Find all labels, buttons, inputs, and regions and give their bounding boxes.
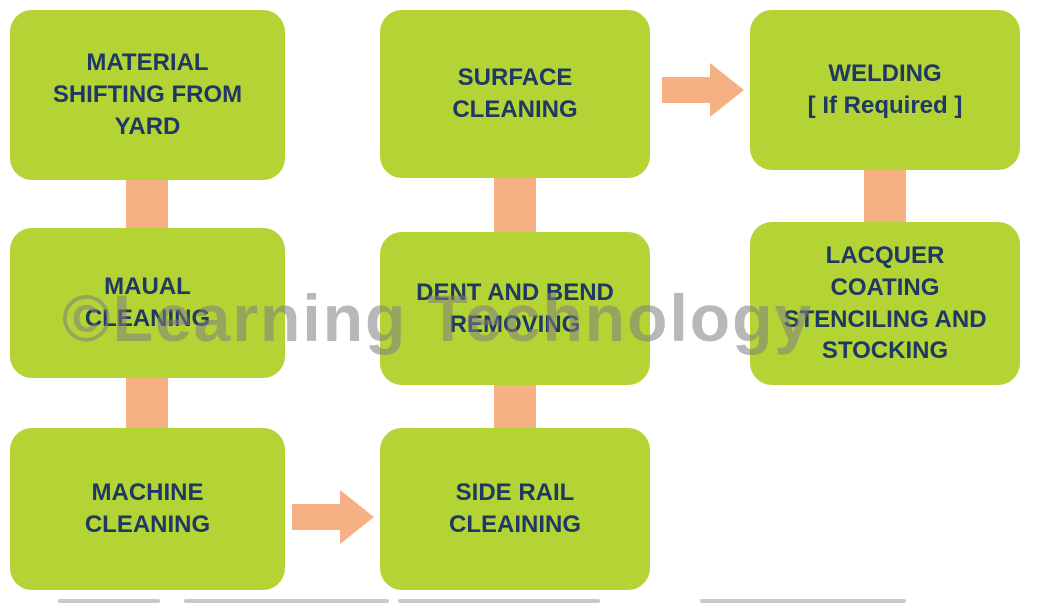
cropped-shape-hint xyxy=(184,599,389,603)
connector-welding-to-lacquer xyxy=(864,165,906,227)
node-label-surface-cleaning: SURFACE CLEANING xyxy=(452,64,578,123)
arrow-machine-to-siderail xyxy=(292,490,374,544)
node-label-side-rail-cleaning: SIDE RAIL CLEAINING xyxy=(449,479,581,538)
node-label-material-shifting: MATERIAL SHIFTING FROM YARD xyxy=(52,49,243,140)
cropped-shape-hint xyxy=(58,599,160,603)
node-maual-cleaning: MAUAL CLEANING xyxy=(10,228,285,378)
arrow-shaft xyxy=(292,504,340,530)
node-label-welding: WELDING [ If Required ] xyxy=(807,60,963,119)
node-dent-and-bend-removing: DENT AND BEND REMOVING xyxy=(380,232,650,385)
node-label-dent-and-bend-removing: DENT AND BEND REMOVING xyxy=(416,278,614,338)
arrow-shaft xyxy=(662,77,710,103)
node-lacquer-coating-stenciling-stocking: LACQUER COATING STENCILING AND STOCKING xyxy=(750,222,1020,385)
arrow-head-icon xyxy=(710,63,744,117)
connector-dentbend-to-siderail xyxy=(494,380,536,433)
node-label-maual-cleaning: MAUAL CLEANING xyxy=(84,273,211,332)
node-label-lacquer-coating: LACQUER COATING STENCILING AND STOCKING xyxy=(783,242,987,365)
cropped-shape-hint xyxy=(398,599,600,603)
arrow-head-icon xyxy=(340,490,374,544)
node-material-shifting-from-yard: MATERIAL SHIFTING FROM YARD xyxy=(10,10,285,180)
node-side-rail-cleaning: SIDE RAIL CLEAINING xyxy=(380,428,650,590)
node-label-machine-cleaning: MACHINE CLEANING xyxy=(84,479,211,538)
node-surface-cleaning: SURFACE CLEANING xyxy=(380,10,650,178)
arrow-surface-to-welding xyxy=(662,63,744,117)
node-machine-cleaning: MACHINE CLEANING xyxy=(10,428,285,590)
connector-maual-to-machine xyxy=(126,373,168,433)
node-welding-if-required: WELDING [ If Required ] xyxy=(750,10,1020,170)
connector-surface-to-dentbend xyxy=(494,173,536,237)
cropped-shape-hint xyxy=(700,599,906,603)
connector-material-to-maual xyxy=(126,175,168,233)
